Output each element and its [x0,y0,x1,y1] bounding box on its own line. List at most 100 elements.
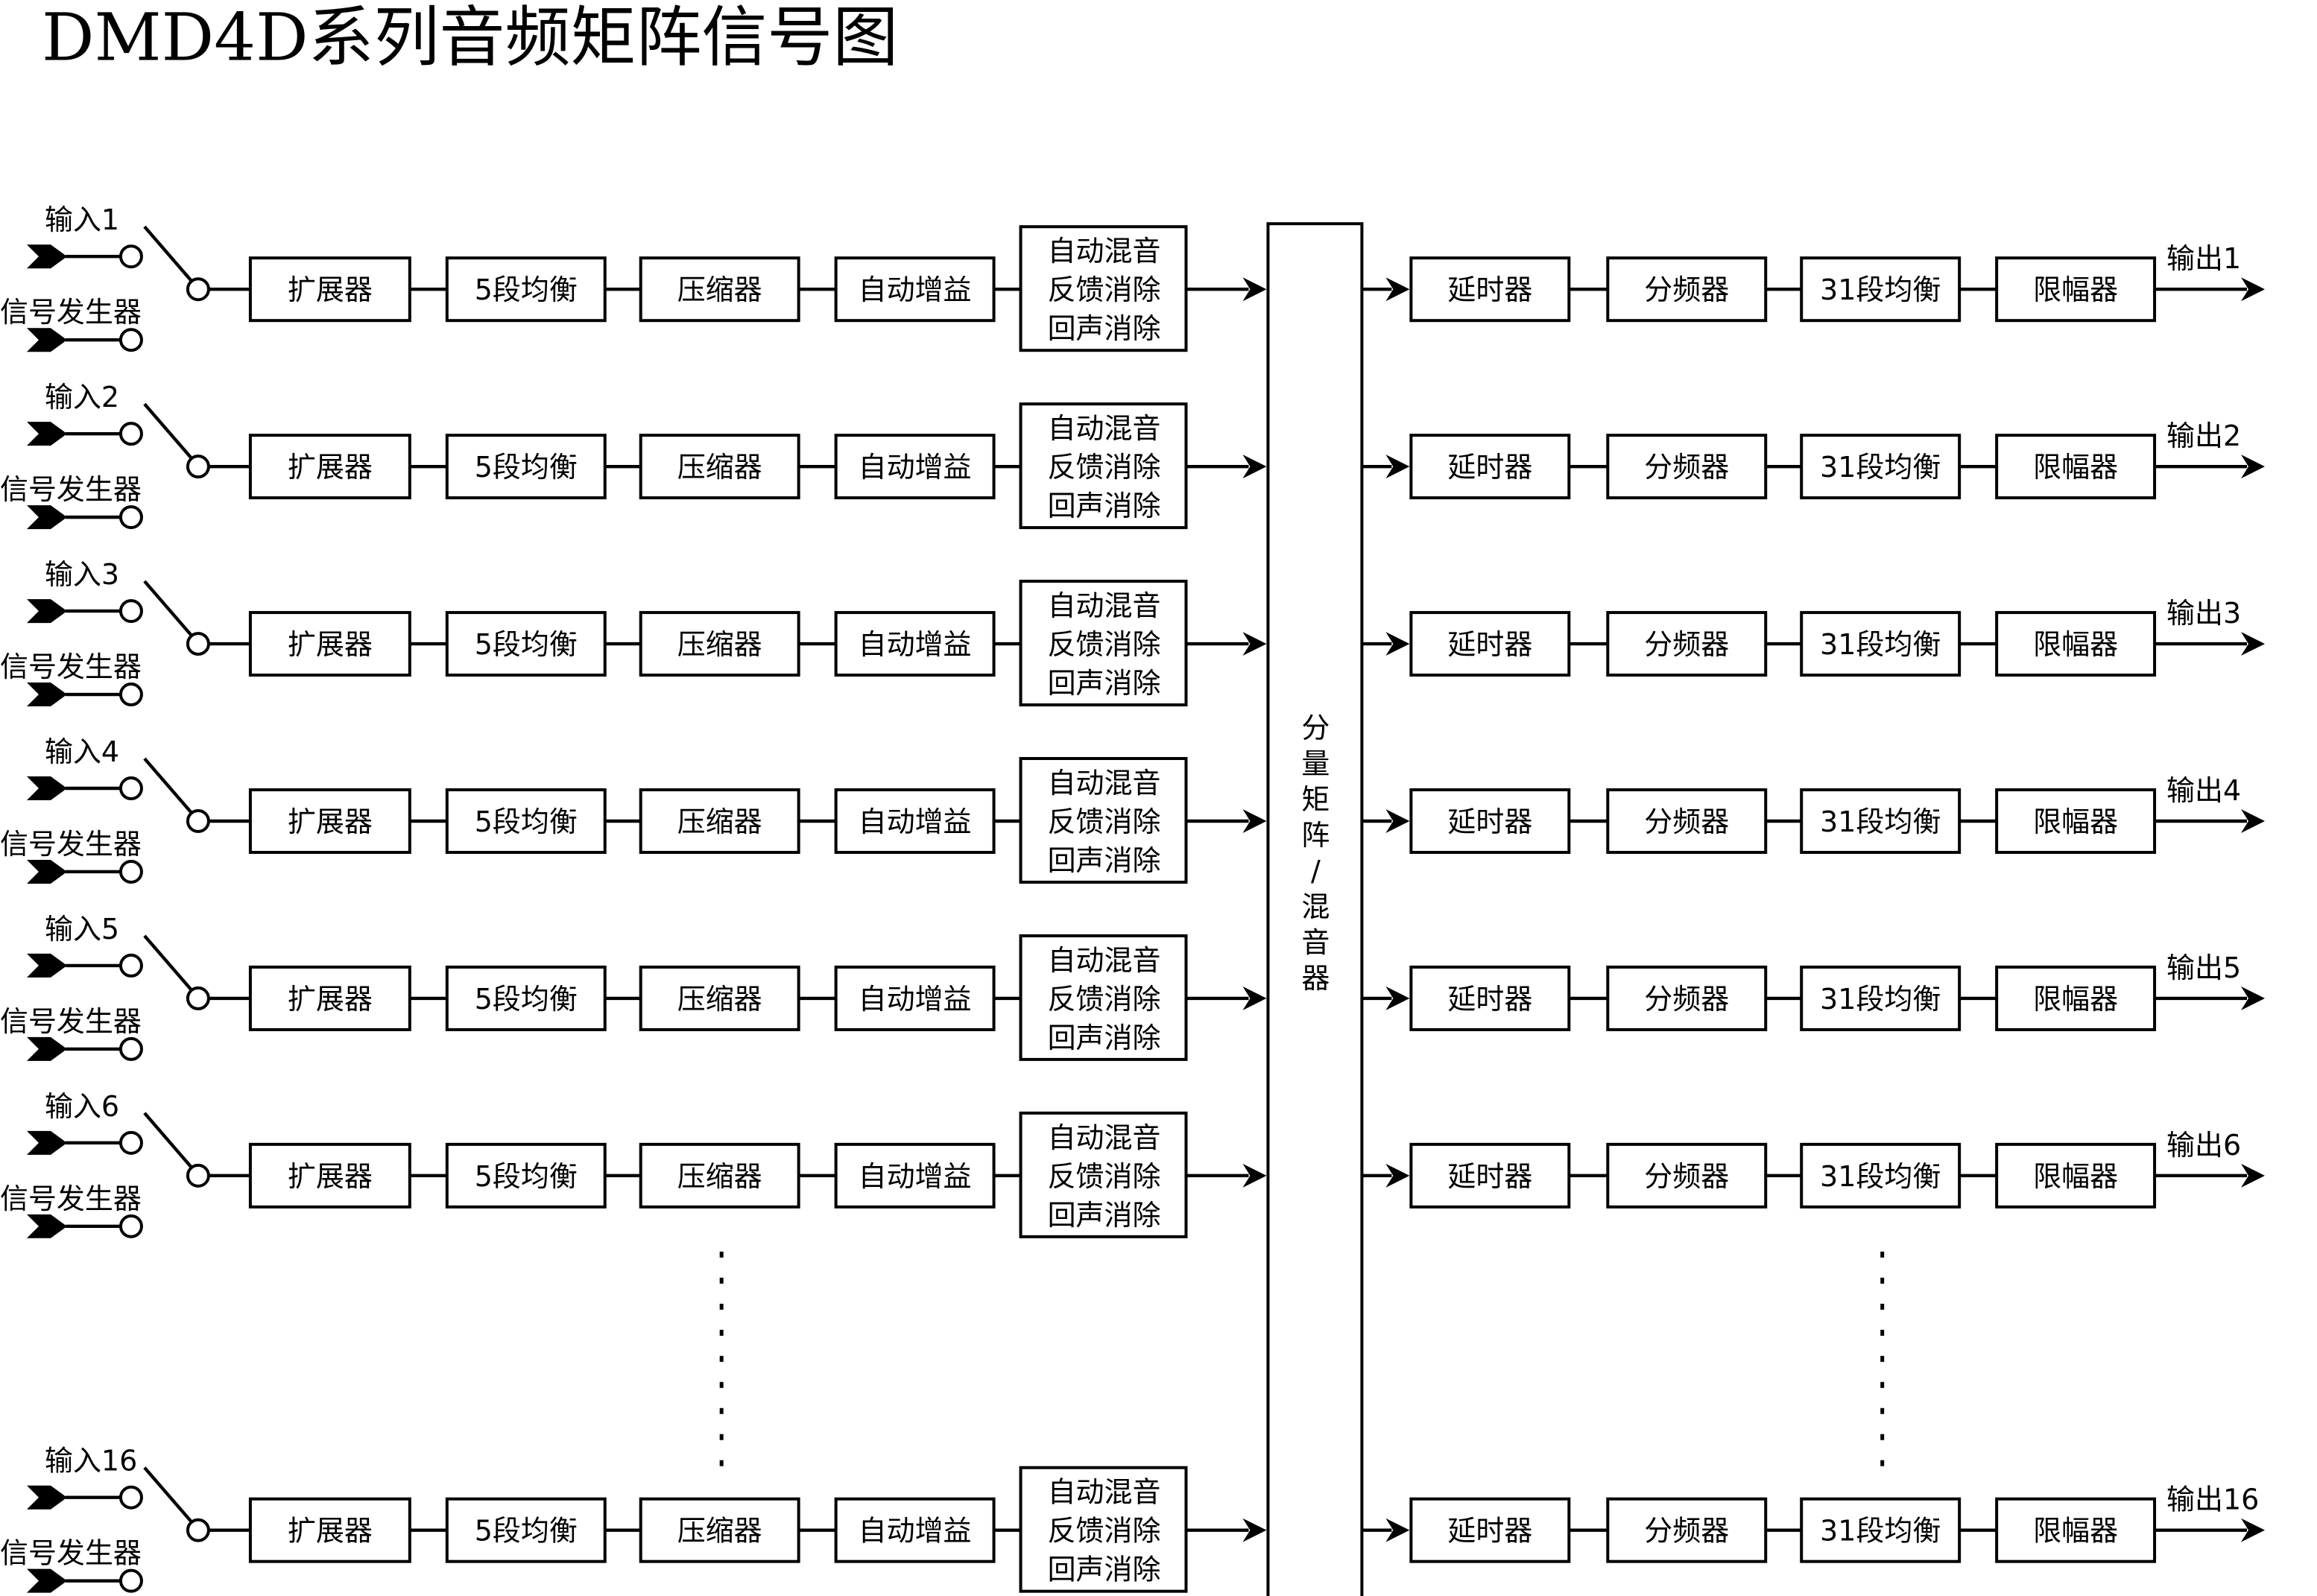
mixer-feedback-echo-block [1019,757,1188,884]
process-block-label: 分频器 [1644,451,1729,484]
process-block [1800,1142,1962,1209]
ellipsis-dot [1880,1381,1885,1388]
ellipsis-dot [1880,1277,1885,1284]
process-block-label: 31段均衡 [1820,451,1941,484]
process-block-label: 自动增益 [859,451,972,484]
source-label: 信号发生器 [0,1182,142,1215]
process-block-label: 分频器 [1644,1515,1729,1548]
matrix-label-char: 音 [1301,926,1330,959]
source-label: 信号发生器 [0,828,142,861]
process-block [1606,1142,1768,1209]
input-terminal-icon [118,422,143,446]
process-block-label: 5段均衡 [475,273,578,306]
process-block [445,611,607,677]
mixer-feedback-echo-block [1019,1111,1188,1238]
process-block-label: 限幅器 [2033,628,2118,661]
process-block [1606,434,1768,500]
mixer-block-label: 反馈消除 [1048,983,1161,1016]
generator-terminal-icon [118,505,143,530]
process-block [248,434,411,500]
input-chevron-icon [26,1485,67,1510]
switch-lever-icon [143,757,194,815]
process-block-label: 分频器 [1644,628,1729,661]
process-block-label: 5段均衡 [475,451,578,484]
switch-pivot-icon [186,277,210,302]
input-terminal-icon [118,1485,143,1510]
process-block-label: 压缩器 [677,628,762,661]
process-block [1409,256,1571,323]
source-label: 信号发生器 [0,650,142,683]
mixer-block-label: 反馈消除 [1048,628,1161,661]
process-block-label: 自动增益 [859,628,972,661]
mixer-block-label: 回声消除 [1048,1554,1161,1586]
process-block-label: 压缩器 [677,273,762,306]
arrow-head-icon [1385,808,1410,833]
process-block [834,965,996,1031]
process-block [834,434,996,500]
process-block-label: 31段均衡 [1820,273,1941,306]
matrix-label-char: 分 [1301,712,1330,744]
process-block-label: 压缩器 [677,1515,762,1548]
process-block [1800,788,1962,854]
matrix-mixer-label: 分量矩阵/混音器 [1301,712,1330,995]
switch-lever-icon [143,225,194,283]
ellipsis-dot [719,1329,724,1336]
process-block-label: 自动增益 [859,1160,972,1193]
input-terminal-icon [118,953,143,978]
ellipsis-dot [1880,1303,1885,1310]
arrow-head-icon [1242,632,1267,656]
input-chevron-icon [26,328,67,352]
ellipsis-dot [719,1407,724,1414]
process-block-label: 延时器 [1447,451,1532,484]
generator-terminal-icon [118,328,143,352]
source-label: 信号发生器 [0,1005,142,1038]
process-block-label: 分频器 [1644,805,1729,838]
ellipsis-dot [1880,1355,1885,1362]
arrow-head-icon [2241,1518,2266,1542]
arrow-head-icon [1242,986,1267,1010]
switch-lever-icon [143,934,194,992]
process-block-label: 延时器 [1447,805,1532,838]
mixer-block-label: 自动混音 [1048,589,1161,622]
process-block-label: 31段均衡 [1820,1160,1941,1193]
process-block [1995,788,2157,854]
process-block [1409,788,1571,854]
ellipsis-dot [719,1381,724,1388]
mixer-block-label: 回声消除 [1048,1199,1161,1232]
arrow-head-icon [1242,455,1267,479]
mixer-block-label: 回声消除 [1048,667,1161,700]
process-block [1800,434,1962,500]
process-block-label: 限幅器 [2033,1515,2118,1548]
ellipsis-dot [1880,1407,1885,1414]
input-label: 输入6 [45,1090,119,1123]
process-block-label: 31段均衡 [1820,805,1941,838]
process-block-label: 延时器 [1447,983,1532,1016]
mixer-feedback-echo-block [1019,225,1188,352]
process-block [248,611,411,677]
matrix-label-char: 混 [1301,890,1330,923]
arrow-head-icon [2241,455,2266,479]
mixer-feedback-echo-block [1019,1466,1188,1593]
process-block [639,1497,800,1563]
ellipsis-dot [719,1355,724,1362]
process-block-label: 扩展器 [288,628,373,661]
output-label: 输出2 [2166,419,2241,452]
mixer-block-label: 自动混音 [1048,944,1161,977]
process-block-label: 延时器 [1447,1160,1532,1193]
ellipsis-dot [1880,1434,1885,1440]
output-label: 输出3 [2166,597,2241,630]
output-label: 输出1 [2166,242,2241,275]
process-block-label: 延时器 [1447,273,1532,306]
ellipsis-dot [719,1460,724,1466]
process-block-label: 限幅器 [2033,805,2118,838]
arrow-head-icon [1385,1518,1410,1542]
process-block [1800,1497,1962,1563]
process-block-label: 31段均衡 [1820,983,1941,1016]
process-block-label: 压缩器 [677,805,762,838]
switch-pivot-icon [186,632,210,656]
process-block-label: 31段均衡 [1820,628,1941,661]
process-block-label: 限幅器 [2033,451,2118,484]
